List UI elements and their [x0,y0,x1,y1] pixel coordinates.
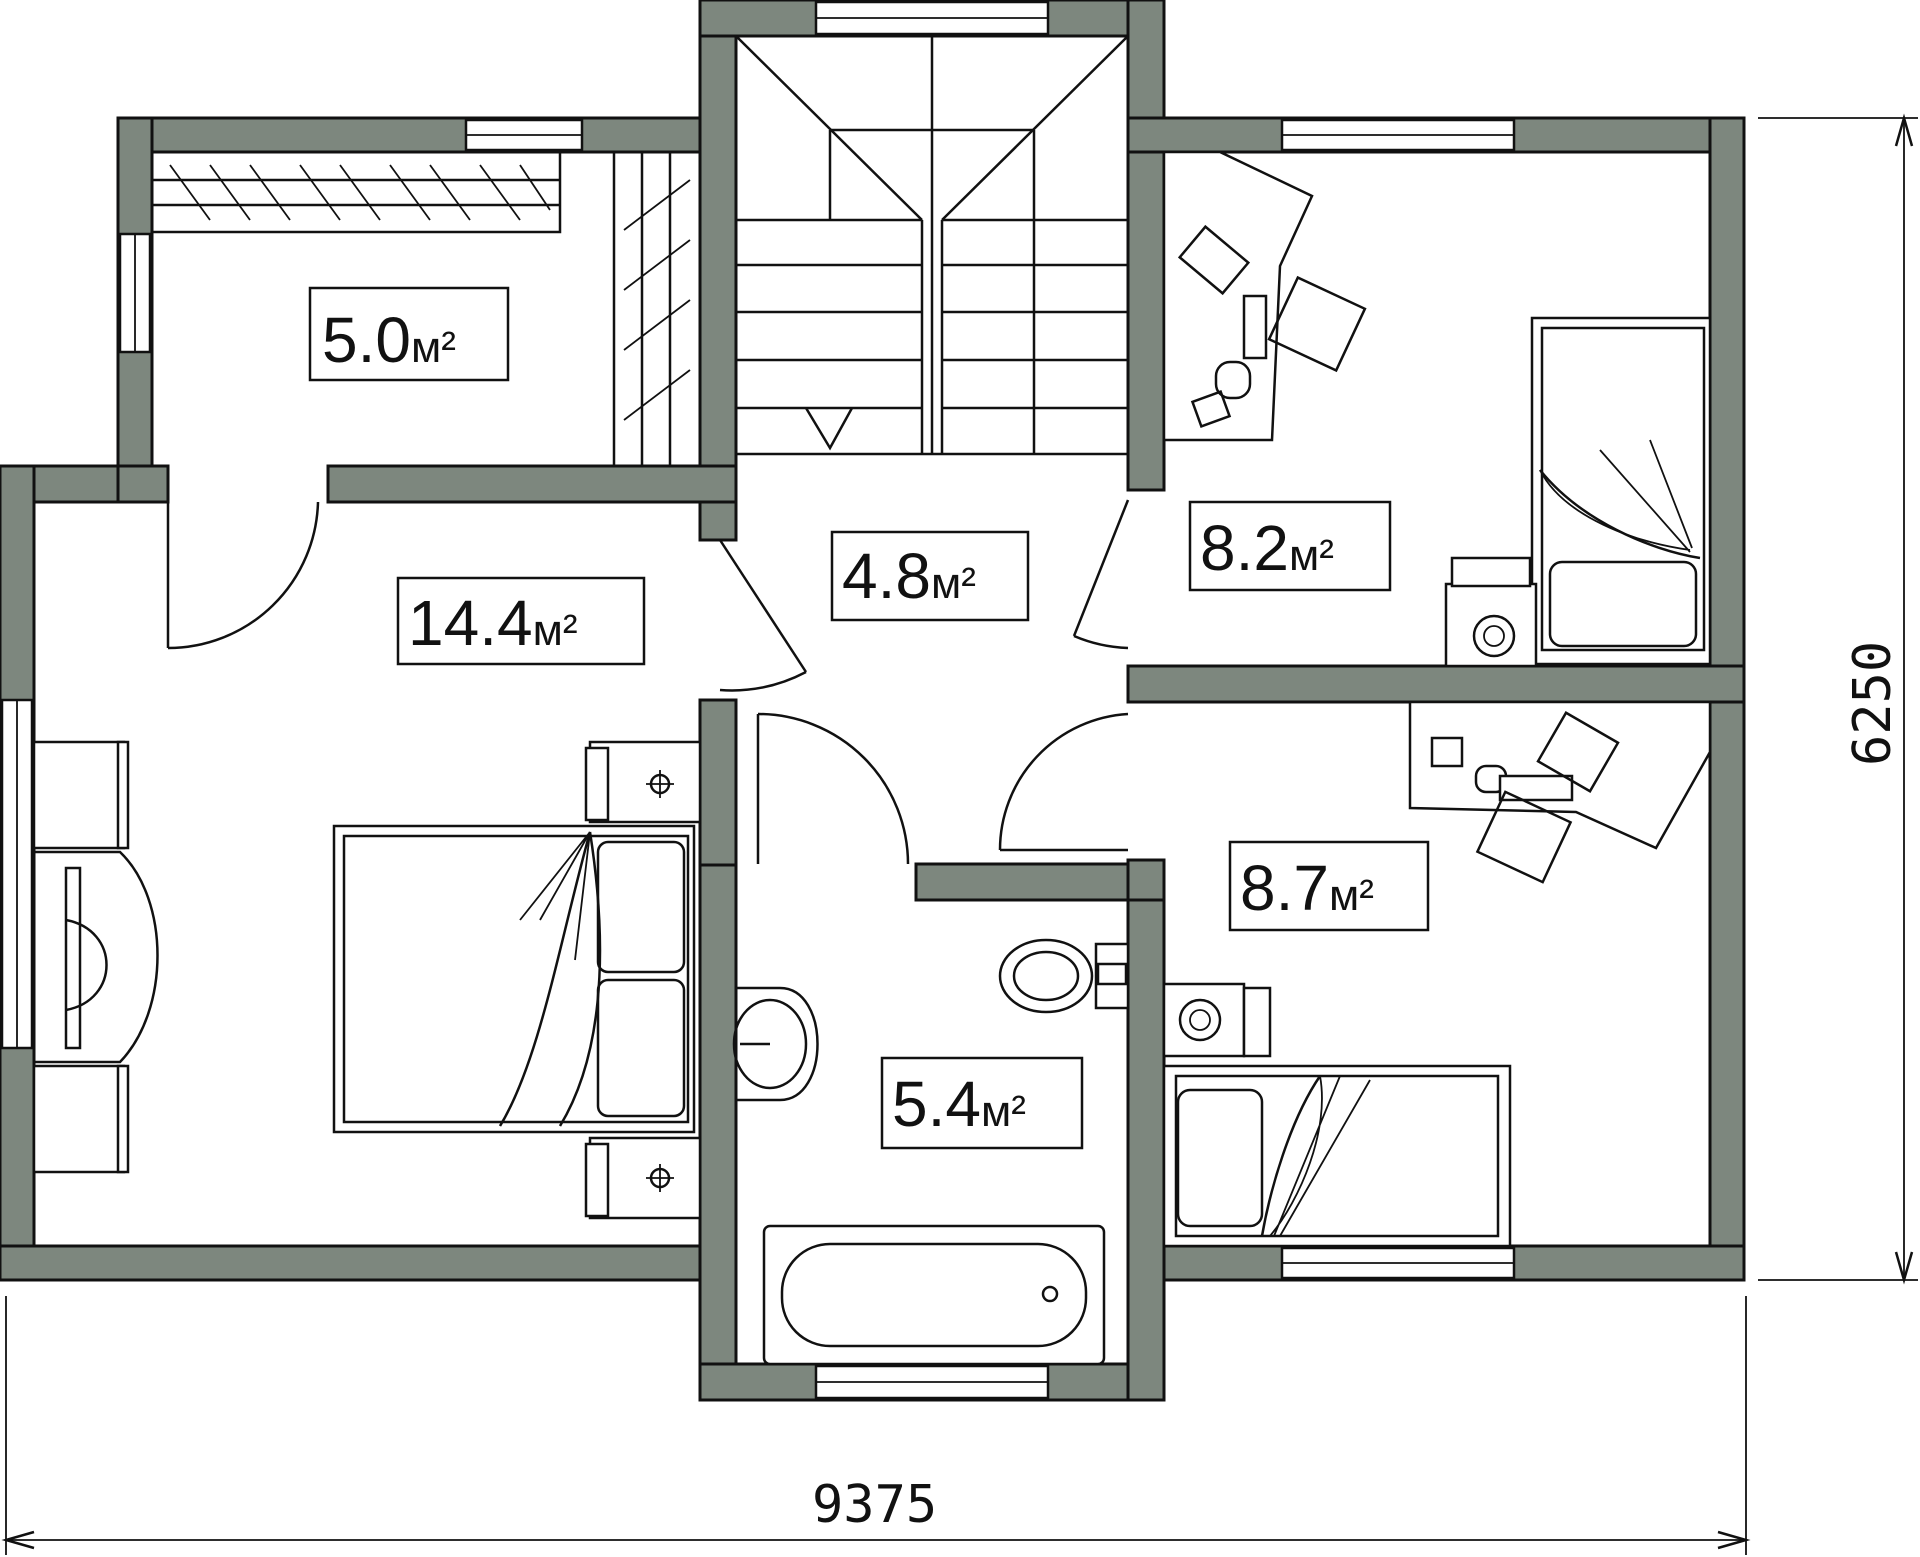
window-bottom-right [1280,1246,1516,1280]
nightstand-top [584,740,702,824]
wall-closet-top [116,116,702,154]
door-hall-to-bedroom [718,539,808,692]
room-area-unit: м² [1329,871,1374,920]
room-area-unit: м² [981,1087,1026,1136]
room-label-room-top-right: 8.2м² [1188,500,1392,592]
wall-bottom-left [0,1244,738,1282]
svg-text:4.8м²: 4.8м² [842,540,976,612]
dimension-height: 6250 [1758,113,1918,1285]
single-bed-bottom-right [1162,1064,1512,1248]
toilet [998,938,1130,1014]
room-label-hall: 4.8м² [830,530,1030,622]
wall-closet-bottom-a [116,464,170,504]
wall-hall-left-stub [698,698,738,867]
door-bathroom [756,712,910,865]
window-left-closet [118,232,152,354]
room-label-room-bottom-right: 8.7м² [1228,840,1430,932]
window-top-closet [464,118,584,152]
double-bed [332,824,696,1134]
desk-unit-top-right [1444,556,1538,668]
dimension-width: 9375 [1,1296,1751,1555]
room-label-bedroom-master: 14.4м² [396,576,646,666]
svg-text:8.2м²: 8.2м² [1200,512,1334,584]
room-label-closet: 5.0м² [308,286,510,382]
doors [166,499,1130,865]
desk-bottom-right [1408,700,1712,884]
window-left-bedroom [0,698,34,1050]
wall-room-right-stub [1126,858,1166,902]
room-area-unit: м² [1289,531,1334,580]
desk-top-right [1162,150,1367,442]
staircase [734,34,1130,456]
wall-bath-top [914,862,1166,902]
desk-unit-bottom-right [1162,982,1272,1058]
room-label-bathroom: 5.4м² [880,1056,1084,1150]
room-area-value: 14.4 [408,587,533,659]
windows [0,0,1516,1400]
wardrobe-right [612,150,702,468]
svg-text:5.4м²: 5.4м² [892,1068,1026,1140]
sink [732,986,819,1102]
wall-stair-right [1126,0,1166,492]
nightstand-bottom [584,1136,702,1220]
wall-bath-right [1126,858,1166,1402]
room-area-value: 5.4 [892,1068,981,1140]
room-area-value: 4.8 [842,540,931,612]
door-room-bottom-right [998,712,1129,852]
room-area-value: 5.0 [322,304,411,376]
room-area-unit: м² [533,606,578,655]
wall-rooms-divider [1126,664,1746,704]
window-top-stair [814,0,1050,36]
desk-left [32,740,159,1174]
walls [0,0,1746,1402]
room-area-unit: м² [931,559,976,608]
bathtub [762,1224,1106,1366]
window-bottom-bath [814,1364,1050,1400]
wall-closet-bottom-b [326,464,738,504]
wall-stair-left [698,0,738,542]
stair-direction-arrow [804,407,854,451]
dimension-height-label: 6250 [1843,641,1903,766]
svg-text:8.7м²: 8.7м² [1240,852,1374,924]
dimension-width-label: 9375 [812,1475,937,1535]
door-closet [166,501,320,650]
room-area-unit: м² [411,323,456,372]
room-area-value: 8.7 [1240,852,1329,924]
window-top-right [1280,118,1516,152]
single-bed-top-right [1530,316,1712,666]
door-room-top-right [1072,499,1130,650]
svg-text:5.0м²: 5.0м² [322,304,456,376]
svg-text:14.4м²: 14.4м² [408,587,577,659]
wardrobe-top [150,150,562,234]
room-area-value: 8.2 [1200,512,1289,584]
